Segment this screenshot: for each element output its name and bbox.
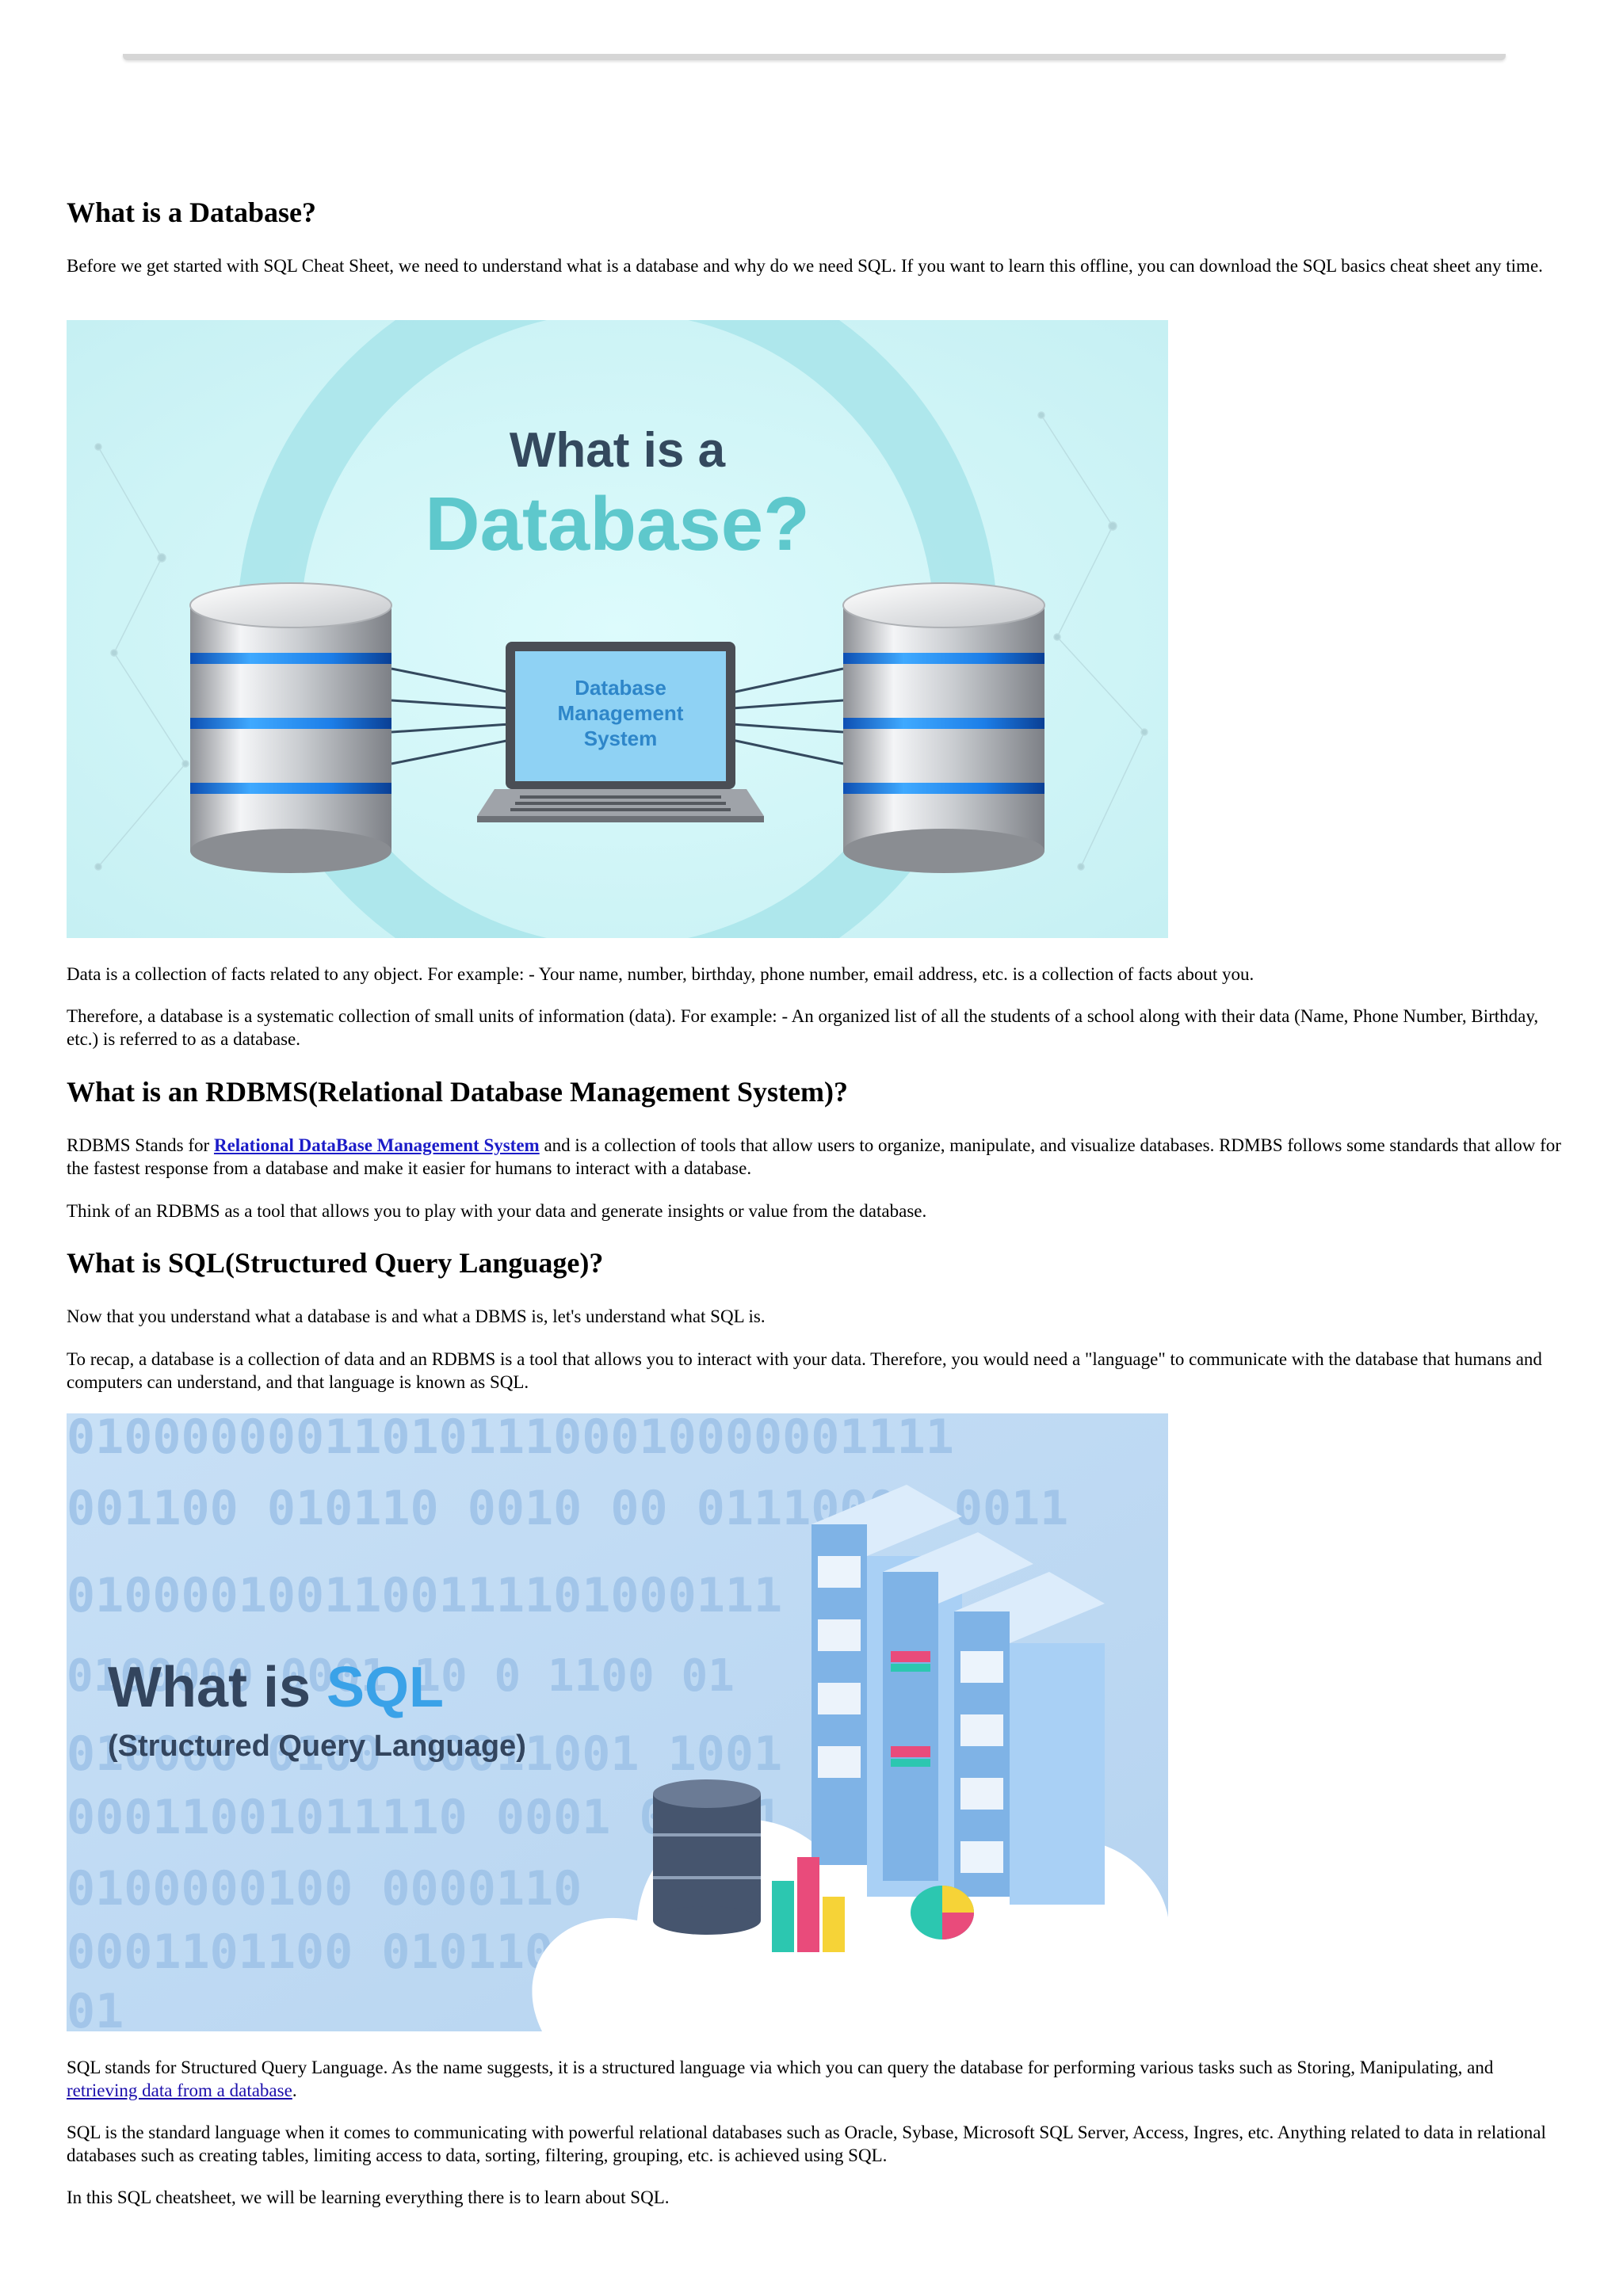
binary-row: 0100001001100111101000111 xyxy=(67,1568,782,1623)
database-paragraph-2: Therefore, a database is a systematic co… xyxy=(67,1006,1539,1049)
sql-figure-subtitle: (Structured Query Language) xyxy=(108,1730,526,1763)
sql-paragraph-5: In this SQL cheatsheet, we will be learn… xyxy=(67,2187,670,2207)
database-illustration: What is a Database? xyxy=(67,320,1168,938)
binary-row: 0100000 0001 10 0 1100 01 xyxy=(67,1650,735,1702)
database-intro-paragraph: Before we get started with SQL Cheat She… xyxy=(67,256,1543,276)
sql-paragraph-2: To recap, a database is a collection of … xyxy=(67,1349,1542,1392)
laptop-icon: Database Management System xyxy=(477,642,764,822)
top-scroll-bar xyxy=(123,54,1506,60)
sql-paragraph-3-start: SQL stands for Structured Query Language… xyxy=(67,2058,1494,2077)
rdbms-link[interactable]: Relational DataBase Management System xyxy=(213,1135,540,1155)
database-cylinder-left-icon xyxy=(189,582,392,873)
retrieving-data-link[interactable]: retrieving data from a database xyxy=(67,2081,292,2100)
server-rack-icon xyxy=(812,1485,1105,1905)
heading-what-is-sql: What is SQL(Structured Query Language)? xyxy=(67,1247,604,1279)
screen-text-line1: Database xyxy=(575,676,666,700)
figure-title-line2: Database? xyxy=(425,482,810,566)
figure-title-line1: What is a xyxy=(510,423,726,478)
rdbms-paragraph-1-end: and is a collection of tools that allow … xyxy=(67,1135,1561,1178)
sql-paragraph-4: SQL is the standard language when it com… xyxy=(67,2122,1546,2165)
rdbms-paragraph-2: Think of an RDBMS as a tool that allows … xyxy=(67,1201,927,1221)
database-cylinder-right-icon xyxy=(842,582,1045,873)
binary-row: 0100000001101011100010000001111 xyxy=(67,1413,954,1465)
sql-paragraph-1: Now that you understand what a database … xyxy=(67,1306,766,1326)
database-paragraph-1: Data is a collection of facts related to… xyxy=(67,964,1254,984)
screen-text-line3: System xyxy=(584,727,658,750)
rdbms-paragraph-1: RDBMS Stands for Relational DataBase Man… xyxy=(67,1134,1564,1180)
sql-paragraph-3: SQL stands for Structured Query Language… xyxy=(67,2056,1564,2102)
sql-title-part2: SQL xyxy=(327,1656,444,1719)
binary-row: 0100000100 0000110 xyxy=(67,1861,582,1917)
binary-row: 010000 0100 00011001 1001 xyxy=(67,1726,782,1782)
screen-text-line2: Management xyxy=(558,701,684,725)
rdbms-paragraph-1-start: RDBMS Stands for xyxy=(67,1135,214,1155)
sql-title-part1: What is xyxy=(108,1656,327,1719)
database-stack-icon xyxy=(653,1779,761,1935)
heading-what-is-database: What is a Database? xyxy=(67,196,317,228)
bar-chart-icon xyxy=(772,1857,845,1952)
binary-row: 01 xyxy=(67,1984,124,2031)
sql-illustration: 0100000001101011100010000001111 001100 0… xyxy=(67,1413,1168,2031)
sql-figure-title: What is SQL xyxy=(108,1656,444,1719)
heading-what-is-rdbms: What is an RDBMS(Relational Database Man… xyxy=(67,1076,848,1108)
pie-chart-icon xyxy=(911,1886,974,1939)
sql-paragraph-3-end: . xyxy=(292,2081,297,2100)
